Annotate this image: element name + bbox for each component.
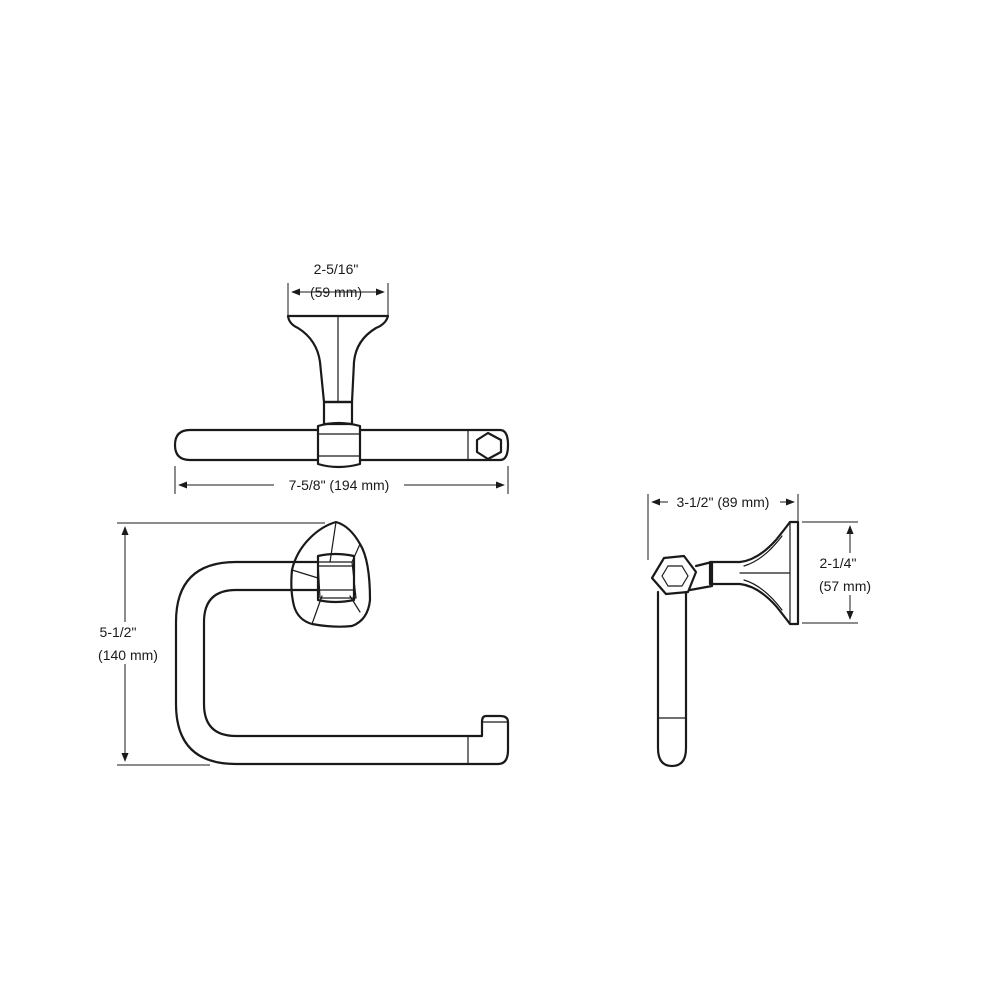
top-view-bar — [173, 421, 510, 469]
height-dimension: 5-1/2" (140 mm) — [88, 522, 325, 766]
front-view: 5-1/2" (140 mm) — [88, 520, 510, 766]
base-height-metric-label: (57 mm) — [819, 578, 871, 594]
top-width-metric-label: (59 mm) — [310, 284, 362, 300]
height-imperial-label: 5-1/2" — [100, 624, 137, 640]
height-metric-label: (140 mm) — [98, 647, 158, 663]
bar-end-hex — [475, 431, 503, 461]
side-view-post — [650, 554, 714, 768]
top-width-imperial-label: 2-5/16" — [314, 261, 359, 277]
front-view-arm — [174, 560, 510, 766]
side-view-hex-nut — [650, 554, 698, 596]
base-height-imperial-label: 2-1/4" — [820, 555, 857, 571]
front-view-rose — [290, 520, 372, 628]
top-width-dimension: 2-5/16" (59 mm) — [287, 261, 389, 318]
side-view: 3-1/2" (89 mm) 2-1/4" (57 mm) — [647, 492, 882, 768]
overall-length-label: 7-5/8" (194 mm) — [289, 477, 390, 493]
projection-dimension: 3-1/2" (89 mm) — [647, 492, 799, 560]
base-height-dimension: 2-1/4" (57 mm) — [802, 521, 882, 624]
overall-length-dimension: 7-5/8" (194 mm) — [174, 466, 509, 495]
top-view-mounting-post — [286, 314, 390, 426]
projection-label: 3-1/2" (89 mm) — [677, 494, 770, 510]
top-view: 2-5/16" (59 mm) 7-5/8 — [173, 261, 510, 495]
side-view-base — [708, 520, 800, 626]
